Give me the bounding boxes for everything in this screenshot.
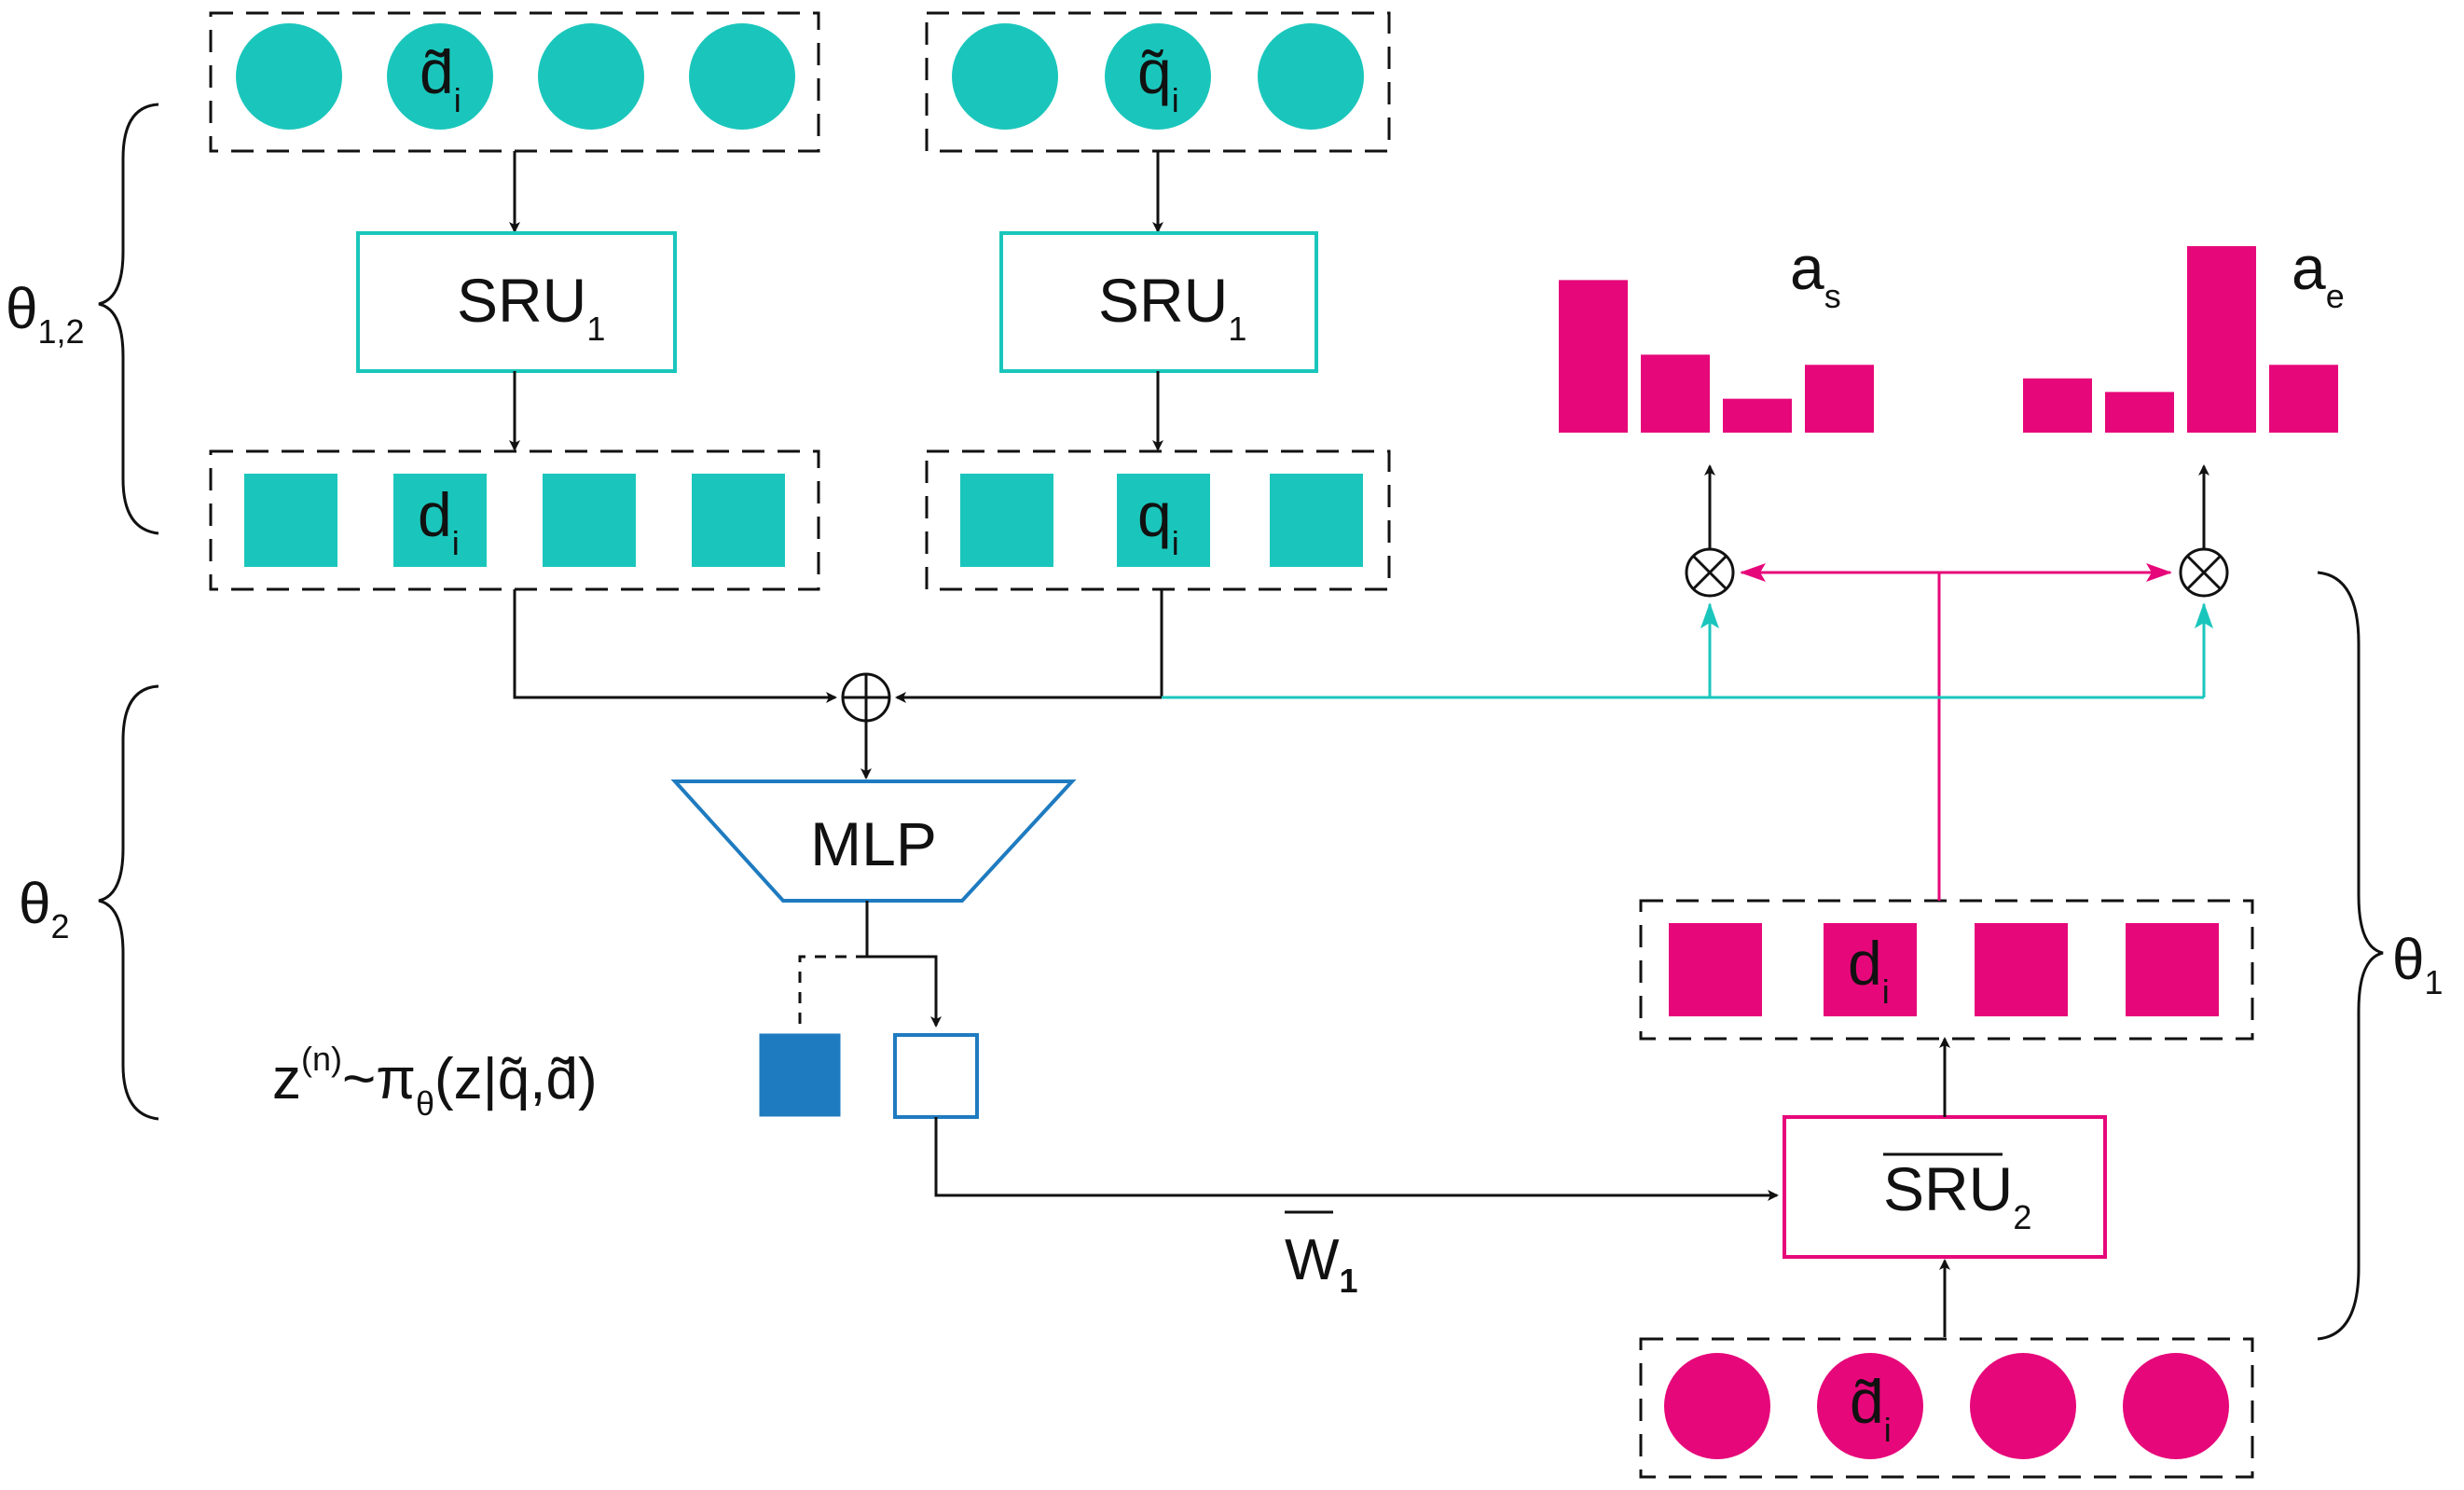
bottom-input-token-highlight	[1817, 1353, 1923, 1459]
sru2-encoder: SRU2	[1783, 1115, 2107, 1259]
svg-text:θ1,2: θ1,2	[6, 277, 85, 351]
mlp-to-unselected-dashed	[798, 955, 867, 1033]
start-distribution	[1559, 280, 1874, 433]
q-encoder-sru1: SRU1	[999, 231, 1318, 373]
svg-text:θ1: θ1	[2392, 928, 2443, 1001]
doc-input-token	[236, 23, 342, 130]
bottom-encoded-token	[2126, 923, 2219, 1016]
brace-theta12: θ1,2	[6, 103, 159, 535]
bottom-encoded-token-label: di	[1848, 929, 1890, 1011]
sampling-formula: z(n)~πθ(z|q̃,d̃)	[272, 1040, 598, 1123]
question-input-sequence: q̃i	[925, 11, 1391, 153]
brace-theta1: θ1	[2317, 571, 2443, 1341]
svg-text:SRU1: SRU1	[1098, 266, 1246, 348]
document-encoded-sequence: di	[209, 449, 820, 591]
q-input-token	[1258, 23, 1364, 130]
arrow-q-to-concat	[895, 589, 1163, 703]
end-distribution-bar	[2105, 392, 2174, 433]
question-encoded-sequence: qi	[925, 449, 1391, 591]
start-distribution-bar	[1559, 280, 1628, 433]
svg-text:W1: W1	[1285, 1228, 1358, 1300]
q-input-token-highlight	[1105, 23, 1211, 130]
start-distribution-bar	[1805, 365, 1874, 433]
bottom-encoded-token	[1669, 923, 1762, 1016]
end-distribution-label: ae	[2292, 233, 2345, 315]
brace-theta2: θ2	[19, 684, 159, 1121]
bottom-input-token-label: d̃i	[1850, 1367, 1892, 1449]
q-input-token-label: q̃i	[1137, 37, 1179, 119]
doc-encoder-sru1: SRU1	[356, 231, 677, 373]
end-distribution-bar	[2023, 378, 2092, 433]
bottom-input-sequence: d̃i	[1639, 1337, 2254, 1479]
doc-input-token	[538, 23, 644, 130]
mlp-block: MLP	[670, 779, 1077, 903]
q-encoded-token	[1270, 474, 1363, 567]
end-distribution-bar	[2187, 246, 2256, 433]
doc-encoded-token-label: di	[418, 480, 460, 562]
doc-input-token-highlight	[387, 23, 493, 130]
arrow-sample-to-sru2	[934, 1117, 1779, 1201]
svg-text:SRU1: SRU1	[457, 266, 605, 348]
doc-encoded-token	[543, 474, 636, 567]
svg-text:MLP: MLP	[810, 809, 937, 878]
doc-encoded-token	[692, 474, 785, 567]
end-distribution	[2023, 246, 2338, 433]
multiply-operator-start	[1685, 547, 1735, 598]
concat-operator	[841, 672, 891, 723]
start-distribution-bar	[1641, 354, 1710, 433]
document-input-sequence: d̃i	[209, 11, 820, 153]
doc-encoded-token-highlight	[393, 474, 487, 567]
end-distribution-bar	[2269, 365, 2338, 433]
arrow-mlp-to-selected	[867, 955, 942, 1028]
start-distribution-label: as	[1790, 233, 1841, 315]
bottom-encoded-token-highlight	[1824, 923, 1917, 1016]
start-distribution-bar	[1723, 398, 1792, 433]
bottom-encoded-sequence: di	[1639, 899, 2254, 1041]
q-encoded-token	[960, 474, 1053, 567]
bottom-input-token	[2123, 1353, 2229, 1459]
sample-filled-option	[759, 1033, 841, 1117]
doc-input-token	[689, 23, 795, 130]
arrow-doc-to-concat	[513, 589, 837, 703]
svg-text:SRU2: SRU2	[1883, 1154, 2031, 1236]
multiply-operator-end	[2179, 547, 2229, 598]
doc-encoded-token	[244, 474, 337, 567]
weight-label: W1	[1285, 1210, 1358, 1300]
doc-input-token-label: d̃i	[420, 37, 461, 119]
q-encoded-token-label: qi	[1137, 480, 1179, 562]
bottom-input-token	[1664, 1353, 1770, 1459]
bottom-input-token	[1970, 1353, 2076, 1459]
q-input-token	[952, 23, 1058, 130]
sample-selected-option	[893, 1033, 979, 1119]
bottom-encoded-token	[1975, 923, 2068, 1016]
svg-text:θ2: θ2	[19, 872, 70, 945]
q-encoded-token-highlight	[1117, 474, 1210, 567]
